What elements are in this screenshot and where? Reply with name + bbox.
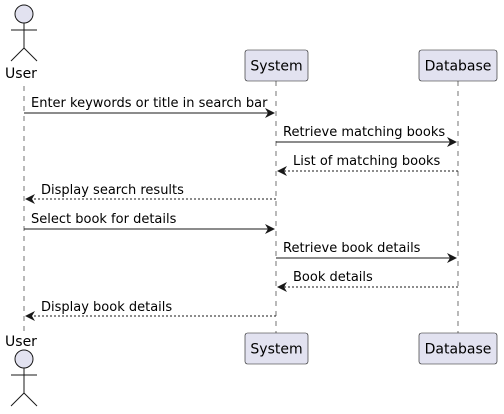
database-label-top: Database [425, 59, 492, 75]
messages: Enter keywords or title in search bar Re… [24, 96, 458, 321]
user-label-top: User [5, 66, 37, 82]
stick-figure-icon [10, 4, 38, 62]
message-6: Retrieve book details [276, 241, 457, 263]
user-label-bottom: User [5, 334, 37, 350]
message-label: Retrieve matching books [283, 125, 445, 140]
message-label: Retrieve book details [283, 241, 421, 256]
message-label: Display book details [41, 300, 172, 315]
message-4: Display search results [25, 183, 276, 204]
system-participant-bottom: System [244, 332, 309, 365]
database-participant-bottom: Database [418, 332, 498, 365]
lifelines [23, 81, 459, 333]
message-label: Enter keywords or title in search bar [31, 96, 268, 111]
database-label-bottom: Database [425, 342, 492, 358]
message-5: Select book for details [24, 212, 275, 234]
message-label: Display search results [41, 183, 184, 198]
message-2: Retrieve matching books [276, 125, 457, 147]
message-8: Display book details [25, 300, 276, 321]
message-7: Book details [277, 270, 458, 292]
stick-figure-icon [10, 349, 38, 407]
message-1: Enter keywords or title in search bar [24, 96, 275, 118]
system-participant-top: System [244, 49, 309, 82]
message-label: Select book for details [31, 212, 177, 227]
system-label-top: System [250, 59, 302, 75]
message-3: List of matching books [277, 154, 458, 176]
system-label-bottom: System [250, 342, 302, 358]
message-label: List of matching books [293, 154, 441, 169]
database-participant-top: Database [418, 49, 498, 82]
user-actor-bottom: User [5, 334, 38, 407]
user-actor-top: User [5, 4, 38, 82]
message-label: Book details [293, 270, 373, 285]
